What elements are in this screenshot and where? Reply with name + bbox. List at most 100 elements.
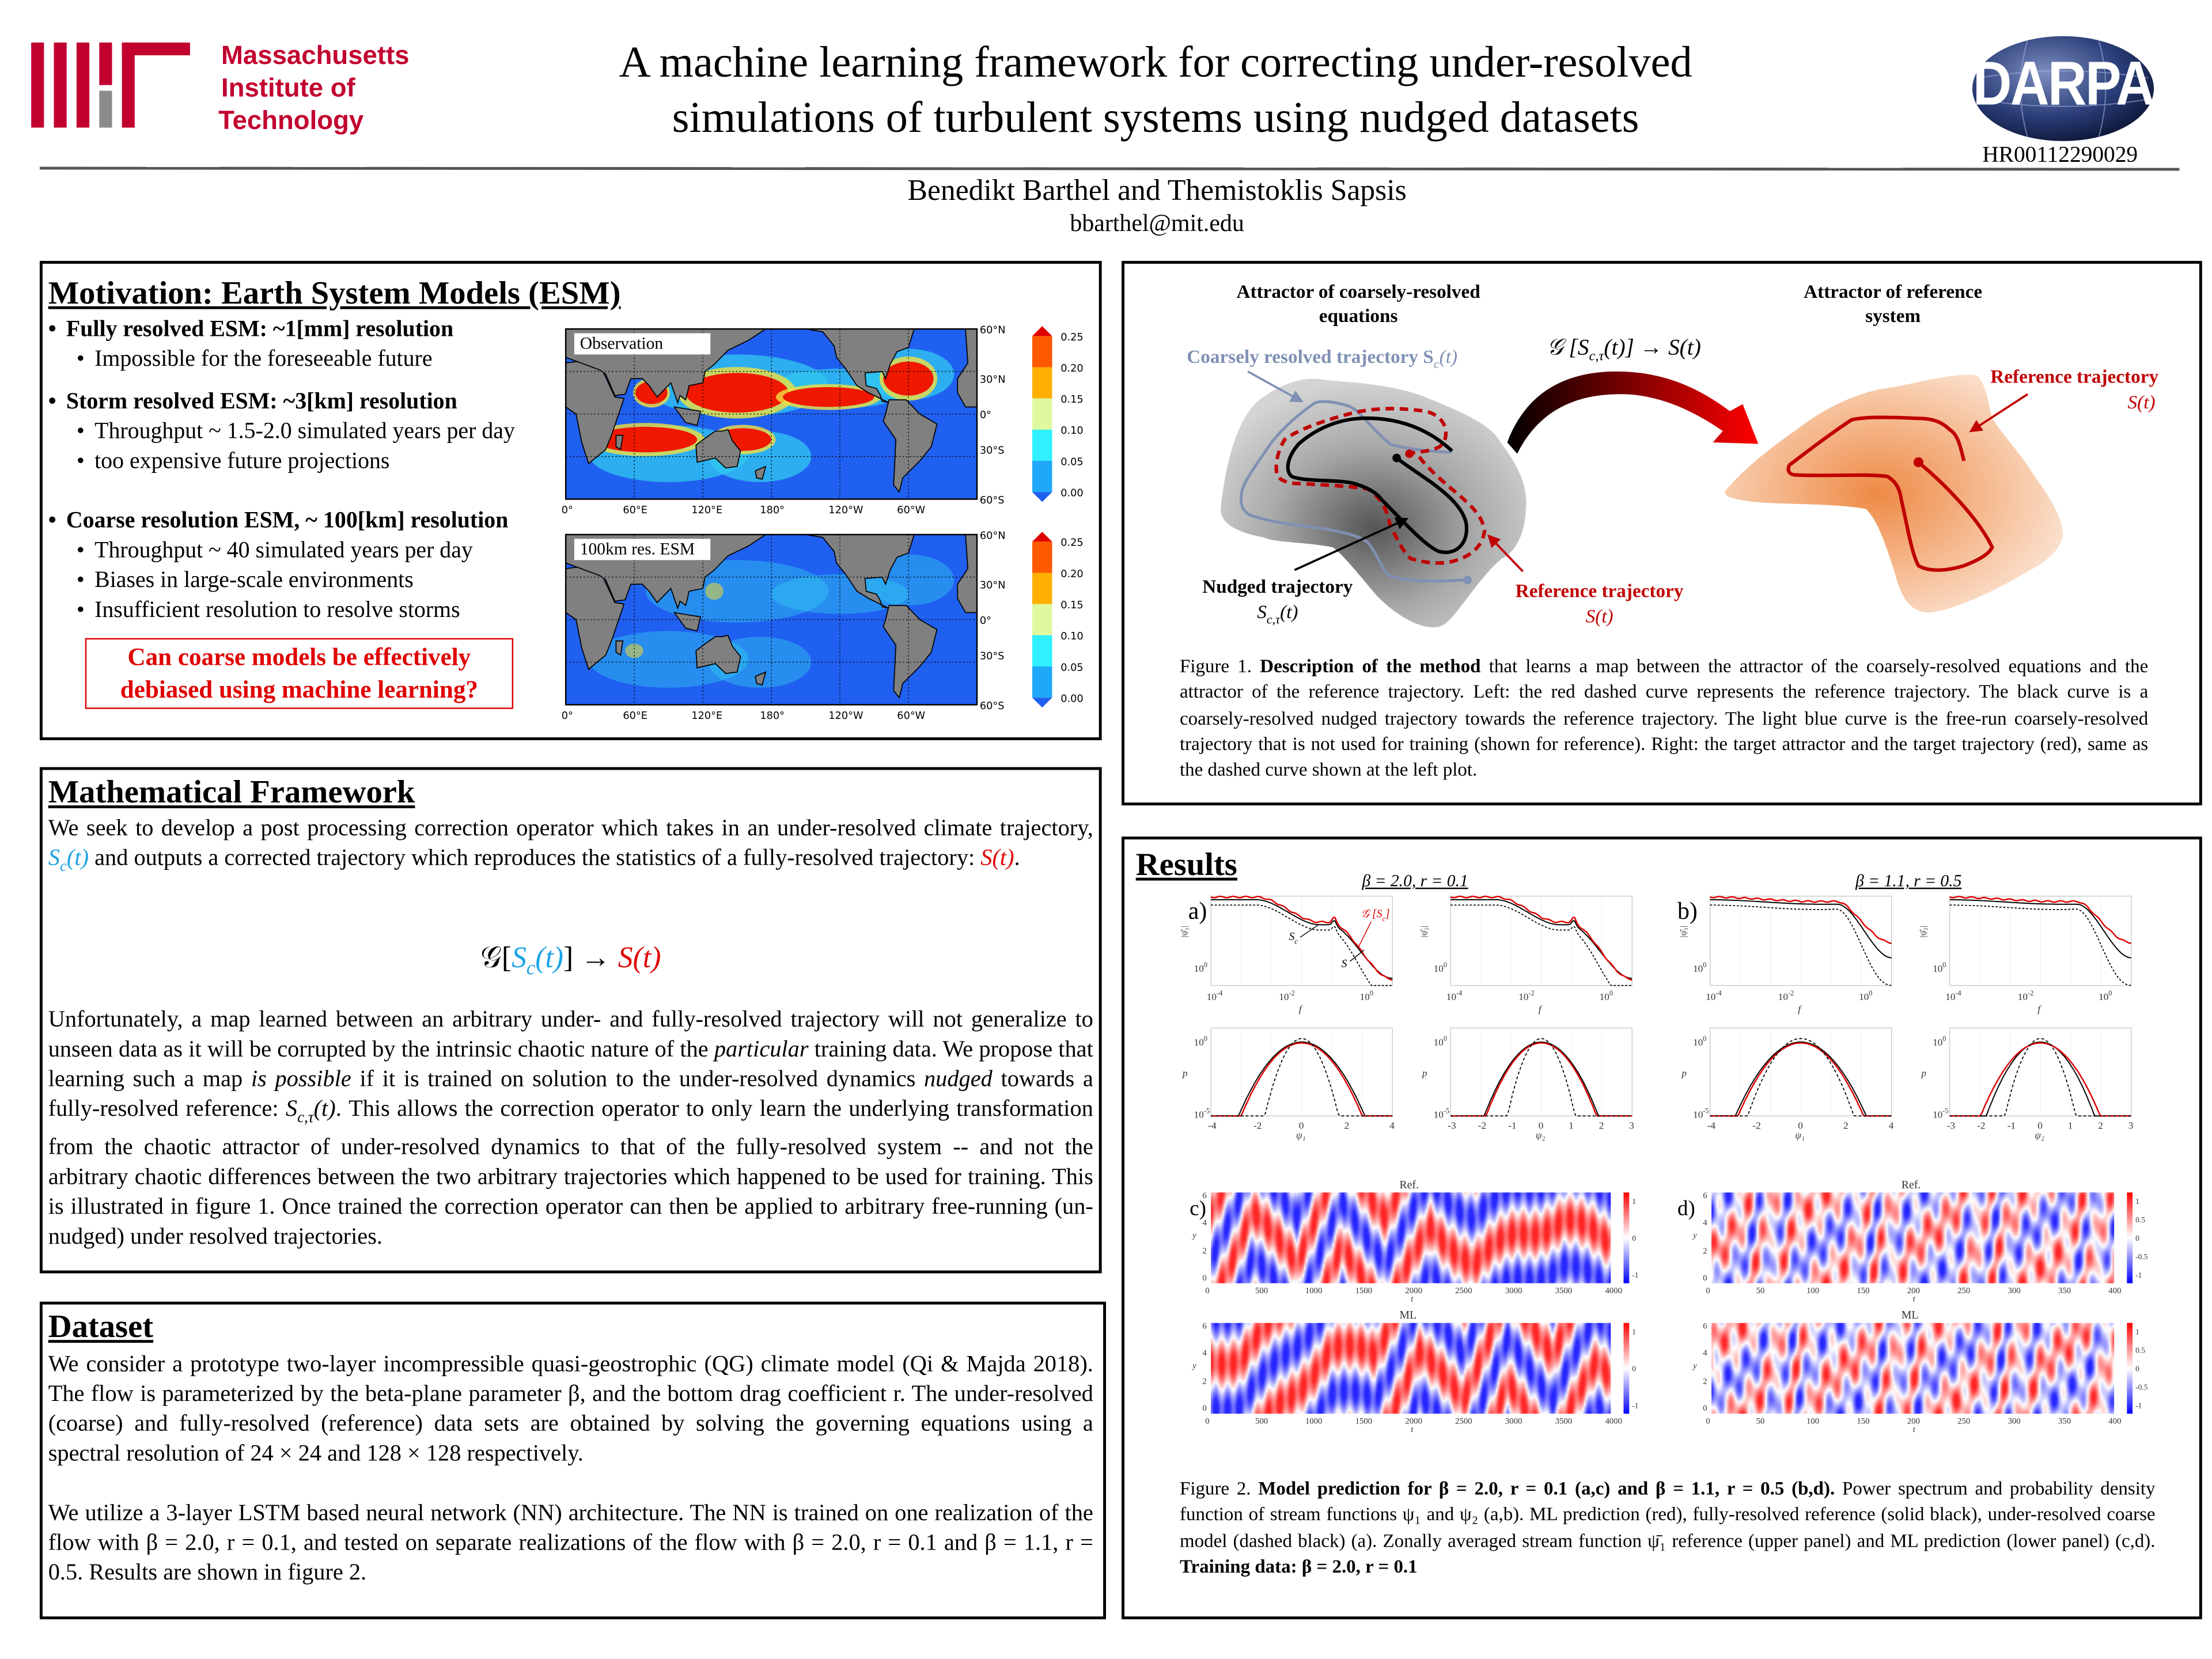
map-arrow <box>1507 371 1759 454</box>
axis-tick: 500 <box>1255 1287 1268 1296</box>
axis-tick: 1 <box>2067 1120 2073 1132</box>
case-b-label: β = 1.1, r = 0.5 <box>1855 870 1962 891</box>
map-label: Observation <box>574 333 711 355</box>
text: (t) <box>535 940 564 975</box>
mit-logo-line: Technology <box>218 105 364 135</box>
sub-bullet: Throughput ~ 1.5-2.0 simulated years per… <box>77 418 515 445</box>
reference-pdf <box>1710 1041 1892 1117</box>
axis-label: |ψ̂₂| <box>1421 926 1430 938</box>
latitude-tick: 60°S <box>979 493 1005 506</box>
axis-tick: 100 <box>1433 1036 1447 1048</box>
colorbar-max-arrow <box>1032 326 1052 336</box>
text: (t) <box>313 1094 336 1122</box>
coarse-annotation: Sc <box>1289 930 1298 947</box>
text: S(t) <box>618 940 661 975</box>
title-line: simulations of turbulent systems using n… <box>672 92 1639 142</box>
axis-tick: 1000 <box>1305 1287 1323 1296</box>
colorbar-tick: 0 <box>1632 1365 1636 1374</box>
axis-tick: 10-4 <box>1706 991 1722 1003</box>
axis-tick: 2000 <box>1405 1287 1422 1296</box>
sub-bullet: too expensive future projections <box>77 448 390 475</box>
latitude-tick: 60°N <box>979 323 1006 336</box>
text: S(t) <box>1585 605 1613 627</box>
reference-curve <box>1710 899 1892 959</box>
sub-bullet: Impossible for the foreseeable future <box>77 346 433 373</box>
axis-tick: -1 <box>1508 1120 1517 1132</box>
axis-tick: 200 <box>1907 1418 1920 1427</box>
reference-trajectory-symbol: S(t) <box>980 843 1014 871</box>
main-equation: 𝒢[Sc(t)] → S(t) <box>43 940 1099 982</box>
axis-tick: 2 <box>1202 1377 1207 1387</box>
axis-tick: 2 <box>1703 1247 1707 1256</box>
coarse-trajectory-symbol: Sc(t) <box>48 843 89 875</box>
axis-tick: 250 <box>1957 1418 1971 1427</box>
map-label: 100km res. ESM <box>574 539 711 560</box>
axis-label: t <box>1912 1296 1915 1305</box>
annotation-arrow <box>1358 921 1372 948</box>
colorbar-tick: 0.20 <box>1060 567 1084 580</box>
axis-tick: 1000 <box>1305 1418 1323 1427</box>
text: that learns a map between the attractor … <box>1179 655 2149 781</box>
text: Power spectrum and probability density f… <box>1179 1477 2156 1551</box>
heatmap-title: ML <box>1901 1308 1919 1322</box>
axis-tick: 1 <box>1569 1120 1574 1132</box>
colorbar-tick: 0.5 <box>2135 1347 2145 1356</box>
figure1-caption: Figure 1. Description of the method that… <box>1180 654 2148 783</box>
text: c <box>1433 357 1440 372</box>
text: We seek to develop a post processing cor… <box>48 813 1093 841</box>
axis-tick: 1500 <box>1355 1418 1373 1427</box>
sub-bullet: Insufficient resolution to resolve storm… <box>77 597 460 624</box>
trajectory-endpoint <box>1405 449 1414 459</box>
axis-label: t <box>1411 1426 1414 1435</box>
axis-tick: 10-2 <box>1279 991 1295 1003</box>
axis-tick: 1500 <box>1355 1287 1373 1296</box>
axis-tick: -2 <box>1977 1120 1986 1132</box>
trajectory-endpoint <box>1392 453 1401 463</box>
text: towards a fully-resolved reference: <box>48 1065 1093 1122</box>
axis-tick: 100 <box>1806 1418 1820 1427</box>
text: Training data: β = 2.0, r = 0.1 <box>1179 1555 1418 1577</box>
axis-tick: 0 <box>1703 1405 1707 1414</box>
longitude-tick: 0° <box>561 709 573 722</box>
sub-bullet: Biases in large-scale environments <box>77 567 414 594</box>
axis-tick: 0 <box>1706 1418 1710 1427</box>
axis-tick: 6 <box>1202 1322 1207 1331</box>
ml-pdf <box>1710 1042 1892 1117</box>
colorbar-segment <box>1032 429 1052 461</box>
colorbar-tick: 0.10 <box>1060 423 1084 437</box>
colorbar-tick: 1 <box>1632 1328 1636 1338</box>
section-heading: Motivation: Earth System Models (ESM) <box>48 275 621 311</box>
axis-tick: 0 <box>2037 1120 2043 1132</box>
latitude-tick: 30°S <box>979 649 1005 662</box>
dataset-panel: Dataset We consider a prototype two-laye… <box>39 1301 1106 1620</box>
colorbar-segment <box>1032 367 1052 399</box>
text: Reference trajectory <box>1515 579 1684 601</box>
figure2-caption: Figure 2. Model prediction for β = 2.0, … <box>1180 1476 2156 1580</box>
axis-tick: 2 <box>1202 1247 1207 1256</box>
section-heading: Dataset <box>48 1308 154 1344</box>
axis-label: y <box>1693 1232 1697 1241</box>
axis-tick: 0 <box>1205 1287 1210 1296</box>
colorbar-tick: 0 <box>2135 1365 2139 1374</box>
colorbar-tick: 0.00 <box>1060 692 1084 705</box>
colorbar-tick: 1 <box>2135 1328 2139 1338</box>
ml-prediction-curve <box>1710 895 1892 944</box>
longitude-tick: 60°E <box>623 709 647 722</box>
axis-tick: 10-2 <box>2017 991 2034 1003</box>
text: if it is trained on solution to the unde… <box>351 1065 924 1092</box>
axis-label: |ψ̂₂| <box>1920 926 1929 938</box>
nudged-label-arrow <box>1294 517 1409 571</box>
panel-label-b: b) <box>1677 897 1698 925</box>
colorbar-min-arrow <box>1032 698 1052 708</box>
axis-tick: 100 <box>1194 1036 1207 1048</box>
axis-tick: 0 <box>1538 1120 1544 1132</box>
axis-label: t <box>1411 1296 1414 1305</box>
axis-label: ψ₂ <box>1535 1130 1546 1142</box>
axis-tick: 4 <box>1703 1219 1707 1228</box>
panel-label-a: a) <box>1188 897 1207 925</box>
axis-label: f <box>1798 1003 1801 1016</box>
text: S <box>1289 930 1295 943</box>
axis-tick: 100 <box>2099 991 2112 1003</box>
longitude-tick: 180° <box>760 709 785 722</box>
